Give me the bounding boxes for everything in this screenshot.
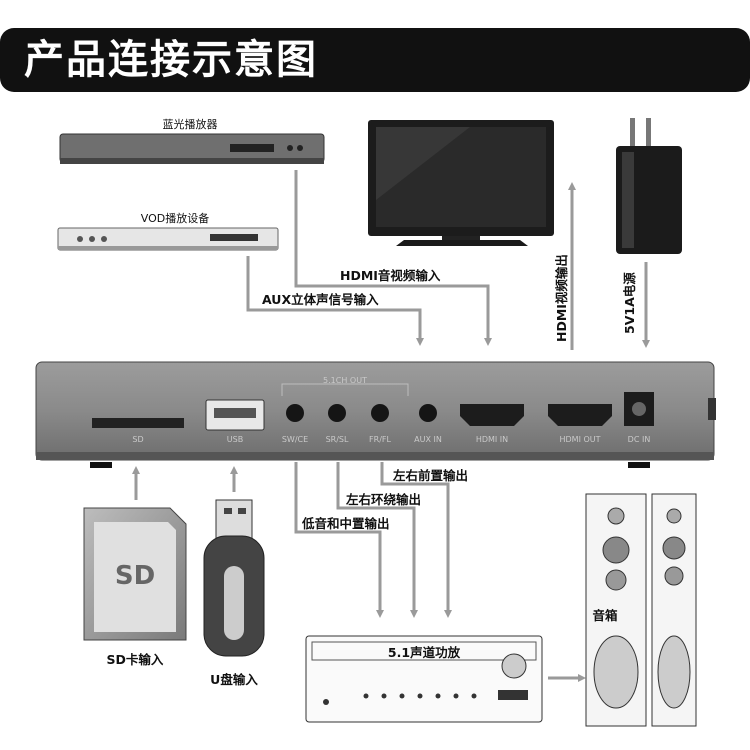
usb-input-label: U盘输入 xyxy=(210,672,258,687)
power-label: 5V1A电源 xyxy=(622,272,637,334)
hdmi-input-cable xyxy=(294,170,492,346)
sub-center-label: 低音和中置输出 xyxy=(301,516,390,531)
vod-label: VOD播放设备 xyxy=(141,211,209,225)
title-banner: 产品连接示意图 xyxy=(0,28,750,92)
port-hdmiin-label: HDMI IN xyxy=(476,435,508,444)
sub-center-cable xyxy=(294,462,384,618)
cables xyxy=(132,170,650,682)
aux-in-label: AUX立体声信号输入 xyxy=(262,292,379,307)
amplifier: 5.1声道功放 xyxy=(305,635,543,723)
hdmi-out-port xyxy=(548,404,612,426)
power-adapter xyxy=(616,118,682,254)
bluray-player: 蓝光播放器 xyxy=(59,117,325,164)
vod-player: VOD播放设备 xyxy=(57,211,279,251)
hdmi-out-label: HDMI视频输出 xyxy=(554,254,569,342)
front-lr-label: 左右前置输出 xyxy=(392,468,468,483)
port-group-label: 5.1CH OUT xyxy=(323,376,367,385)
converter-box: SD USB 5.1CH OUT SW/CE SR/SL FR/FL AUX I… xyxy=(35,361,716,468)
jack-sw-ce xyxy=(286,404,304,422)
port-sd-label: SD xyxy=(132,435,143,444)
jack-aux xyxy=(419,404,437,422)
sd-card-text: SD xyxy=(115,561,155,591)
front-cable xyxy=(380,462,452,618)
speaker-label: 音箱 xyxy=(592,608,618,623)
port-usb-label: USB xyxy=(227,435,243,444)
page-title: 产品连接示意图 xyxy=(24,37,318,83)
sd-slot xyxy=(92,418,184,428)
television xyxy=(368,120,554,246)
jack-sr-sl xyxy=(328,404,346,422)
surround-cable xyxy=(336,462,418,618)
speakers: 音箱 xyxy=(585,493,697,727)
amp-label: 5.1声道功放 xyxy=(388,645,461,660)
hdmi-av-in-label: HDMI音视频输入 xyxy=(340,268,441,283)
bluray-label: 蓝光播放器 xyxy=(163,117,218,131)
port-frfl-label: FR/FL xyxy=(369,435,391,444)
port-srsl-label: SR/SL xyxy=(326,435,349,444)
hdmi-in-port xyxy=(460,404,524,426)
surround-lr-label: 左右环绕输出 xyxy=(345,492,421,507)
port-aux-label: AUX IN xyxy=(414,435,442,444)
jack-fr-fl xyxy=(371,404,389,422)
usb-stick: U盘输入 xyxy=(203,499,265,687)
port-swce-label: SW/CE xyxy=(282,435,308,444)
port-dc-label: DC IN xyxy=(628,435,651,444)
port-hdmiout-label: HDMI OUT xyxy=(559,435,600,444)
sd-input-label: SD卡输入 xyxy=(107,652,164,667)
aux-input-cable xyxy=(246,256,424,346)
sd-card: SD SD卡输入 xyxy=(83,507,187,667)
